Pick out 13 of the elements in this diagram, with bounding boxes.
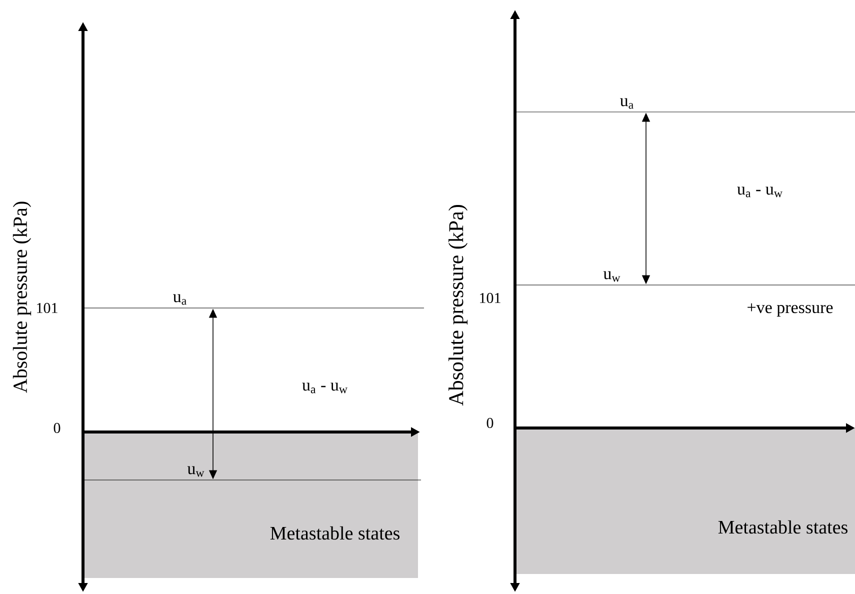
value-label: 101 (480, 292, 500, 304)
pressure-line: u$_{w}$ (514, 271, 855, 286)
value-label: 0 (486, 418, 494, 428)
shaded-region: Metastable states (515, 428, 855, 574)
value-label: 0 (54, 422, 60, 434)
axis-title: Absolute pressure (kPa) (448, 205, 468, 406)
axis-title: Absolute pressure (kPa) (12, 202, 32, 393)
value-label: 101 (37, 302, 58, 314)
value-label: +ve pressure (748, 303, 833, 317)
pressure-line: u$_{a}$ (82, 294, 424, 308)
value-label: u$_{a}$ - u$_{w}$ (737, 186, 782, 198)
value-label: u$_{a}$ - u$_{w}$ (302, 382, 348, 394)
pressure-line: u$_{a}$ (514, 98, 855, 112)
